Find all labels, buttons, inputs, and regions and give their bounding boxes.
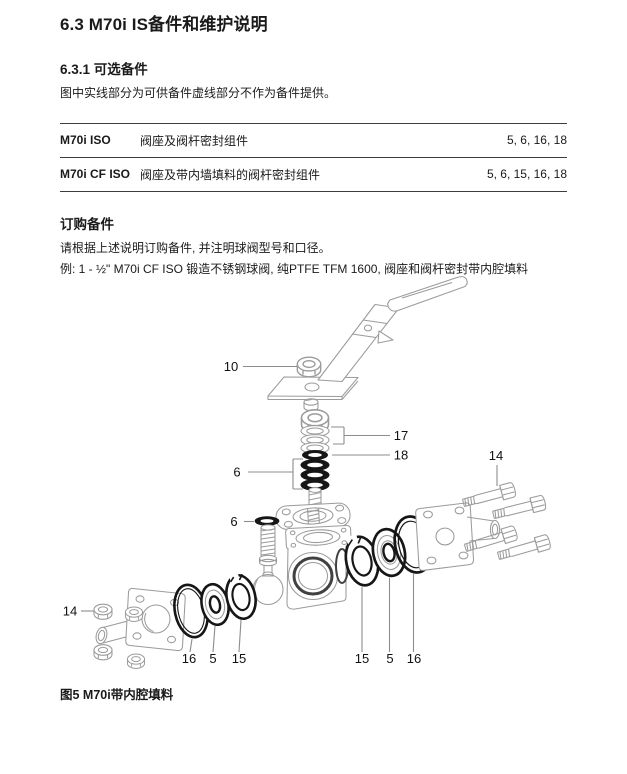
label-handle-nut: 10 [224,359,238,374]
seat-left [225,573,257,621]
label-seat-right: 15 [355,651,369,666]
intro-text: 图中实线部分为可供备件虚线部分不作为备件提供。 [60,86,337,101]
label-seal-left: 5 [209,651,216,666]
description-cell: 阀座及带内墙填料的阀杆密封组件 [140,167,321,182]
model-cell: M70i ISO [60,133,111,148]
table-row: M70i ISO 阀座及阀杆密封组件 5, 6, 16, 18 [60,123,567,158]
stem-seal-oring [254,515,280,527]
left-flange-assembly [93,587,186,669]
stem-oring [301,449,329,461]
label-seat-left: 15 [232,651,246,666]
iso-mounting-plate [275,502,351,530]
valve-ball [252,573,284,606]
part-numbers-cell: 5, 6, 15, 16, 18 [486,167,567,182]
part-labels: 10 17 18 6 6 14 14 16 5 15 15 5 16 [63,359,503,666]
part-numbers-cell: 5, 6, 16, 18 [506,133,567,148]
order-example: 例: 1 - ½" M70i CF ISO 锻造不锈钢球阀, 纯PTFE TFM… [60,262,529,277]
seat-right [344,534,380,587]
label-seal-right: 5 [386,651,393,666]
section-title: 6.3.1 可选备件 [60,62,148,78]
handle-nut [296,356,322,378]
handle-assembly [267,276,468,401]
label-stem-seal-oring: 6 [230,514,237,529]
label-flange-nuts: 14 [63,604,77,619]
page-content: 6.3 M70i IS备件和维护说明 6.3.1 可选备件 图中实线部分为可供备… [0,0,627,279]
label-stem-oring: 18 [394,448,408,463]
order-instruction: 请根据上述说明订购备件, 并注明球阀型号和口径。 [60,240,331,255]
model-cell: M70i CF ISO [60,167,131,182]
packing-rings [299,458,331,492]
spare-parts-table: M70i ISO 阀座及阀杆密封组件 5, 6, 16, 18 M70i CF … [60,122,567,192]
label-gasket-left: 16 [182,651,196,666]
label-packing-rings: 6 [233,465,240,480]
description-cell: 阀座及阀杆密封组件 [140,133,249,148]
label-belleville-washers: 17 [394,428,408,443]
label-flange-bolts: 14 [489,448,503,463]
exploded-valve-diagram: 10 17 18 6 6 14 14 16 5 15 15 5 16 [63,276,553,669]
leader-lines [81,365,498,653]
label-gasket-right: 16 [407,651,421,666]
order-heading: 订购备件 [60,216,114,232]
page-title: 6.3 M70i IS备件和维护说明 [60,15,268,34]
table-row: M70i CF ISO 阀座及带内墙填料的阀杆密封组件 5, 6, 15, 16… [60,157,567,191]
flange-bolts [461,481,553,564]
stem-stack [299,398,331,506]
gland-cap [303,398,319,412]
figure-caption: 图5 M70i带内腔填料 [60,688,174,702]
belleville-washers [300,425,330,454]
right-flange [415,502,501,571]
valve-body [285,524,352,610]
spring-stem [254,515,280,577]
valve-stem [308,487,322,506]
